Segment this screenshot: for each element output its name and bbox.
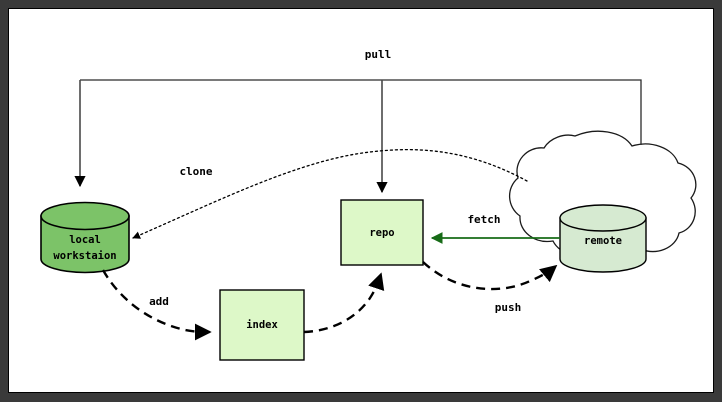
edge-fetch[interactable]: fetch [430,213,560,244]
index-box [219,289,305,361]
local-label-line1: local [69,234,101,246]
repo-node[interactable]: repo [340,199,424,266]
commit-curve [303,272,385,334]
edge-label-push: push [495,301,522,314]
add-curve [101,269,212,341]
edge-pull[interactable]: pull [74,48,642,194]
remote-label: remote [584,235,622,247]
local-workstation-node[interactable]: local workstaion [40,201,130,274]
index-label: index [246,319,278,331]
local-cylinder-body [40,215,130,274]
edge-clone[interactable]: clone [132,149,528,239]
local-cylinder-top [40,201,130,231]
index-node[interactable]: index [219,289,305,361]
remote-node[interactable]: remote [559,204,647,273]
edge-label-clone: clone [179,165,212,178]
edge-label-fetch: fetch [467,213,500,226]
repo-box [340,199,424,266]
remote-cylinder-top [559,204,647,232]
repo-label: repo [369,227,394,239]
edge-label-add: add [149,295,169,308]
remote-cylinder-body [559,217,647,273]
local-label-line2: workstaion [53,250,116,262]
clone-curve [132,149,528,239]
edge-label-pull: pull [365,48,392,61]
edge-commit[interactable] [303,272,385,334]
edge-push[interactable]: push [422,261,558,314]
push-curve [422,261,558,291]
edge-add[interactable]: add [101,269,212,341]
pull-line-from-cloud [80,79,642,145]
